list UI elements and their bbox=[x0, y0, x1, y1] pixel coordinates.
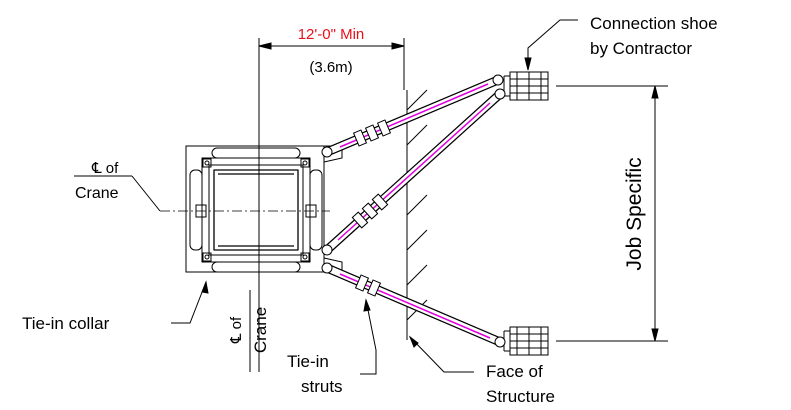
cl-crane-left-leader bbox=[74, 175, 161, 212]
job-specific-label: Job Specific bbox=[623, 157, 646, 270]
tie-in-strut-upper bbox=[321, 74, 504, 158]
face-of-structure-line2: Structure bbox=[486, 387, 555, 406]
face-of-structure-leader bbox=[408, 335, 474, 373]
cl-crane-vertical-line1: ℄ of bbox=[228, 316, 245, 344]
connection-shoe-label-line2: by Contractor bbox=[590, 39, 692, 58]
connection-shoe-bottom bbox=[503, 326, 549, 356]
face-of-structure-line1: Face of bbox=[486, 362, 543, 381]
collar-bracing bbox=[213, 169, 299, 251]
cl-crane-left-line1: ℄ of bbox=[91, 160, 119, 177]
dimension-metric-label: (3.6m) bbox=[309, 59, 352, 76]
tie-in-struts-label-line2: struts bbox=[301, 377, 343, 396]
crane-centerlines bbox=[160, 132, 330, 290]
dimension-length-label: 12'-0" Min bbox=[298, 26, 365, 43]
dimension-job-specific bbox=[556, 85, 668, 342]
connection-shoe-top bbox=[503, 71, 549, 101]
tie-in-strut-diagonal bbox=[321, 88, 506, 256]
cl-crane-left-line2: Crane bbox=[75, 185, 119, 202]
tie-in-collar-label: Tie-in collar bbox=[22, 314, 110, 333]
tie-in-strut-lower bbox=[321, 262, 506, 348]
connection-shoe-leader bbox=[524, 19, 578, 71]
tie-in-collar-leader bbox=[171, 280, 209, 324]
tie-in-struts-label-line1: Tie-in bbox=[287, 352, 329, 371]
cl-crane-vertical-line2: Crane bbox=[251, 307, 270, 353]
tie-in-collar bbox=[185, 145, 343, 273]
tie-in-struts-leader bbox=[360, 298, 377, 375]
connection-shoe-label-line1: Connection shoe bbox=[590, 14, 718, 33]
